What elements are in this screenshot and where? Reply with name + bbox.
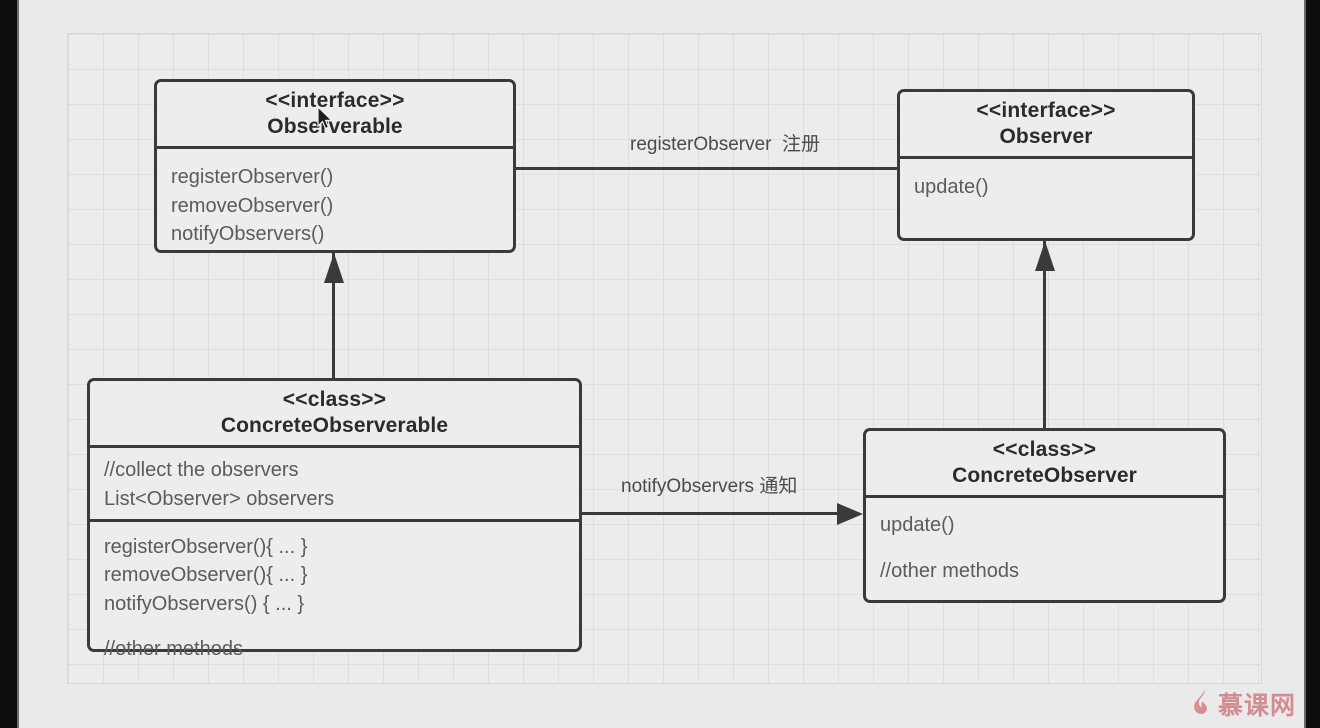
edge-implements-observer-arrowhead [1035,241,1055,271]
uml-attribute: List<Observer> observers [104,487,335,510]
uml-member: removeObserver() [171,194,334,217]
edge-notify-line [582,512,837,515]
uml-divider [157,146,513,150]
uml-box-observerable[interactable]: <<interface>> Observerable registerObser… [154,79,516,253]
edge-implements-observerable-line [332,253,335,378]
uml-name-concrete-observer: ConcreteObserver [952,463,1137,487]
edge-implements-observer-line [1043,241,1046,428]
edge-implements-observerable-arrowhead [324,253,344,283]
letterbox-seam-left [17,0,19,728]
uml-member-spacer [104,618,565,635]
watermark-text: 慕课网 [1217,691,1296,720]
diagram-canvas[interactable]: registerObserver 注册 notifyObservers 通知 <… [67,33,1262,684]
uml-member: registerObserver() [171,166,334,189]
uml-member: //other methods [880,559,1019,582]
uml-divider [866,495,1223,499]
uml-member: removeObserver(){ ... } [104,564,308,587]
uml-box-concrete-observerable[interactable]: <<class>> ConcreteObserverable //collect… [87,378,582,660]
uml-member-spacer [880,540,1209,557]
uml-name-observerable: Observerable [267,114,403,138]
letterbox-seam-right [1304,0,1306,728]
edge-register-line [449,167,899,170]
uml-name-concrete-observerable: ConcreteObserverable [220,413,449,437]
watermark: 慕课网 [1192,686,1296,722]
uml-box-observer[interactable]: <<interface>> Observer update() [897,89,1195,241]
edge-notify-label: notifyObservers 通知 [621,476,798,497]
uml-members-concrete-observer: update() //other methods [866,498,1223,597]
uml-members-observerable: registerObserver() removeObserver() noti… [157,149,513,260]
uml-stereotype-observer: <<interface>> [976,99,1116,122]
uml-stereotype-concrete-observer: <<class>> [992,438,1097,461]
uml-members-concrete-observerable: registerObserver(){ ... } removeObserver… [90,522,579,676]
letterbox-left [0,0,17,728]
uml-member: update() [914,176,989,199]
uml-member: update() [880,514,955,537]
uml-name-observer: Observer [999,124,1093,148]
uml-attributes-concrete-observerable: //collect the observers List<Observer> o… [90,448,579,519]
uml-box-concrete-observer[interactable]: <<class>> ConcreteObserver update() //ot… [863,428,1226,603]
flame-icon [1192,689,1214,720]
uml-header-concrete-observerable: <<class>> ConcreteObserverable [90,381,579,445]
uml-member: //other methods [104,638,243,661]
uml-header-observer: <<interface>> Observer [900,92,1192,156]
letterbox-right [1306,0,1320,728]
uml-stereotype-concrete-observerable: <<class>> [282,388,387,411]
uml-stereotype-observerable: <<interface>> [265,89,405,112]
edge-notify-arrowhead [837,503,863,525]
uml-attribute: //collect the observers [104,459,299,482]
uml-member: registerObserver(){ ... } [104,536,308,558]
uml-divider [90,519,579,522]
uml-header-concrete-observer: <<class>> ConcreteObserver [866,431,1223,495]
uml-header-observerable: <<interface>> Observerable [157,82,513,146]
uml-member: notifyObservers() [171,223,325,245]
uml-member: notifyObservers() { ... } [104,592,305,615]
uml-members-observer: update() [900,159,1192,213]
uml-divider [90,445,579,449]
uml-divider [900,156,1192,160]
edge-register-label: registerObserver 注册 [630,134,821,155]
